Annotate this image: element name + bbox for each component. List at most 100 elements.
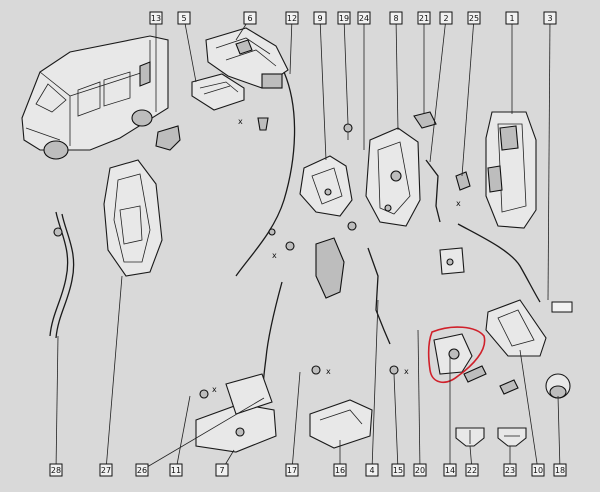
callout-box bbox=[439, 11, 453, 25]
callout-label: 28 bbox=[51, 466, 61, 475]
callout-label: 11 bbox=[171, 466, 181, 475]
top-leader-5 bbox=[183, 17, 197, 83]
top-leader-3 bbox=[547, 17, 551, 301]
top-callout-19: 19 bbox=[337, 11, 351, 25]
screw-6: x bbox=[238, 117, 269, 131]
callout-box bbox=[417, 11, 431, 25]
callout-label: 17 bbox=[287, 466, 297, 475]
part-8-latch bbox=[365, 127, 421, 227]
callout-label: 21 bbox=[419, 14, 429, 23]
callout-label: 16 bbox=[335, 466, 345, 475]
bottom-callout-14: 14 bbox=[443, 463, 457, 477]
bottom-leader-27 bbox=[105, 275, 123, 471]
callout-label: 15 bbox=[393, 466, 403, 475]
callout-label: 3 bbox=[547, 14, 552, 23]
bottom-callout-17: 17 bbox=[285, 463, 299, 477]
van-illustration bbox=[21, 35, 169, 160]
callout-label: 22 bbox=[467, 466, 477, 475]
part-10-interior-handle bbox=[485, 299, 547, 357]
part-25-clip: x bbox=[455, 171, 471, 208]
door-trim-left bbox=[103, 159, 163, 277]
part-1-handle-housing bbox=[485, 111, 537, 229]
bottom-leader-11 bbox=[175, 395, 191, 471]
callout-box bbox=[467, 11, 481, 25]
top-callout-3: 3 bbox=[543, 11, 557, 25]
top-leader-9 bbox=[319, 17, 327, 161]
handle-24 bbox=[315, 237, 345, 299]
leader-lines bbox=[55, 17, 561, 471]
small-tab bbox=[551, 301, 573, 313]
callout-box bbox=[503, 463, 517, 477]
top-leader-2 bbox=[429, 17, 447, 163]
callout-box bbox=[365, 463, 379, 477]
top-callout-13: 13 bbox=[149, 11, 163, 25]
part-12-cable bbox=[235, 71, 296, 277]
callout-label: 25 bbox=[469, 14, 479, 23]
bottom-leader-20 bbox=[417, 329, 421, 471]
callout-box bbox=[169, 463, 183, 477]
callout-box bbox=[505, 11, 519, 25]
bottom-callout-20: 20 bbox=[413, 463, 427, 477]
marker-x-4: x bbox=[404, 367, 409, 376]
callout-label: 24 bbox=[359, 14, 369, 23]
bottom-leader-26 bbox=[141, 397, 265, 471]
marker-x-2: x bbox=[272, 251, 277, 260]
top-callout-24: 24 bbox=[357, 11, 371, 25]
callout-label: 1 bbox=[509, 14, 514, 23]
bottom-callout-16: 16 bbox=[333, 463, 347, 477]
callout-label: 12 bbox=[287, 14, 297, 23]
callout-label: 18 bbox=[555, 466, 565, 475]
top-callout-9: 9 bbox=[313, 11, 327, 25]
callout-label: 4 bbox=[369, 466, 374, 475]
callout-label: 10 bbox=[533, 466, 543, 475]
part-2-rod bbox=[425, 159, 441, 223]
bottom-callout-27: 27 bbox=[99, 463, 113, 477]
top-callout-1: 1 bbox=[505, 11, 519, 25]
part-14-striker bbox=[427, 326, 486, 383]
screw-23 bbox=[499, 379, 519, 395]
bottom-callout-26: 26 bbox=[135, 463, 149, 477]
callout-label: 19 bbox=[339, 14, 349, 23]
part-26-rod bbox=[262, 281, 283, 399]
callout-box bbox=[177, 11, 191, 25]
bottom-leader-15 bbox=[393, 373, 399, 471]
part-9-bracket bbox=[299, 155, 353, 217]
callout-label: 20 bbox=[415, 466, 425, 475]
bottom-leader-17 bbox=[291, 371, 301, 471]
bottom-callout-11: 11 bbox=[169, 463, 183, 477]
callout-box bbox=[243, 11, 257, 25]
bottom-callout-7: 7 bbox=[215, 463, 229, 477]
callout-label: 6 bbox=[247, 14, 252, 23]
part-7-bracket: x bbox=[195, 373, 277, 453]
callout-box bbox=[285, 463, 299, 477]
callout-box bbox=[357, 11, 371, 25]
part-5-housing bbox=[191, 73, 245, 111]
callout-box bbox=[443, 463, 457, 477]
bolt-head-right bbox=[497, 427, 527, 447]
top-callout-12: 12 bbox=[285, 11, 299, 25]
callout-box bbox=[391, 463, 405, 477]
part-18-knob bbox=[545, 373, 571, 399]
callout-label: 9 bbox=[317, 14, 322, 23]
callout-box bbox=[413, 463, 427, 477]
bottom-leader-18 bbox=[557, 395, 561, 471]
small-bracket bbox=[155, 125, 181, 151]
callout-label: 14 bbox=[445, 466, 455, 475]
part-21-clip bbox=[413, 111, 437, 129]
top-leader-8 bbox=[395, 17, 399, 131]
top-callout-5: 5 bbox=[177, 11, 191, 25]
callout-box bbox=[149, 11, 163, 25]
callout-box bbox=[553, 463, 567, 477]
callout-box bbox=[313, 11, 327, 25]
callout-box bbox=[389, 11, 403, 25]
callout-box bbox=[215, 463, 229, 477]
highlight-outline bbox=[427, 326, 486, 383]
callout-box bbox=[465, 463, 479, 477]
block-part bbox=[439, 247, 465, 275]
callout-label: 2 bbox=[443, 14, 448, 23]
bottom-leader-10 bbox=[519, 349, 539, 471]
part-16-bracket: x bbox=[309, 365, 373, 449]
screw-15: x bbox=[389, 365, 409, 376]
callout-box bbox=[285, 11, 299, 25]
